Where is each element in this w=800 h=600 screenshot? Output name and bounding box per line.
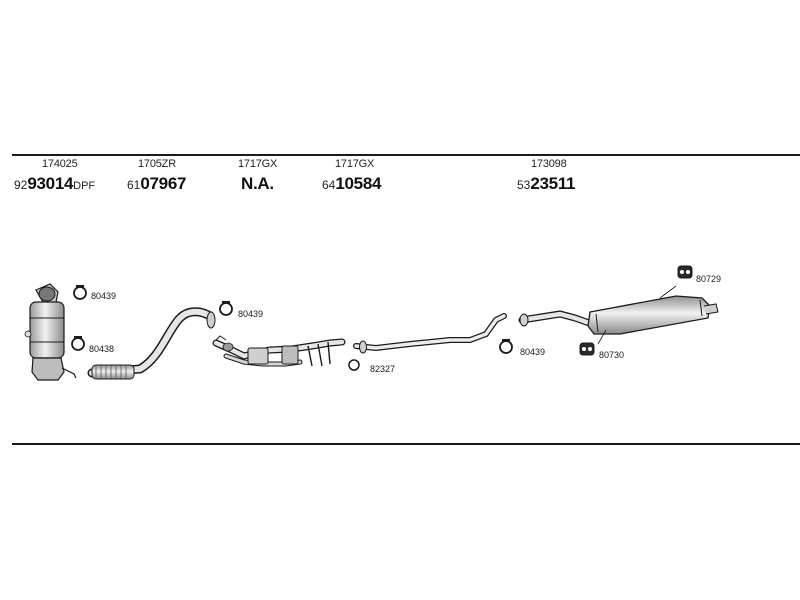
- rubber-hanger-icon[interactable]: 80729: [677, 265, 721, 284]
- front-pipe[interactable]: [87, 307, 216, 380]
- clamp-icon[interactable]: 80439: [499, 339, 545, 357]
- part-number-suffix: DPF: [73, 180, 96, 192]
- part-number-prefix: 92: [14, 178, 28, 192]
- part-number-main: 23511: [530, 174, 576, 193]
- part-header-center-pipe[interactable]: 1717GX 6410584: [322, 158, 381, 195]
- gasket-icon[interactable]: 82327: [348, 359, 395, 374]
- part-header-front-pipe[interactable]: 1705ZR 6107967: [127, 158, 186, 195]
- intermediate-assembly[interactable]: [212, 335, 346, 367]
- part-code: 1717GX: [335, 158, 375, 170]
- part-number: 6107967: [127, 174, 186, 195]
- callout-label: 80439: [520, 347, 545, 357]
- callout-label: 80438: [89, 344, 114, 354]
- part-number-prefix: 61: [127, 178, 141, 192]
- callout-label: 80730: [599, 350, 624, 360]
- part-number-prefix: 53: [517, 178, 531, 192]
- part-number-main: 10584: [335, 174, 382, 193]
- part-code: 1705ZR: [138, 158, 176, 170]
- clamp-icon[interactable]: 80438: [71, 336, 114, 354]
- clamp-icon[interactable]: 80439: [219, 301, 263, 319]
- part-header-egr[interactable]: 1717GX N.A.: [238, 158, 277, 195]
- callout-label: 82327: [370, 364, 395, 374]
- bottom-divider: [12, 443, 800, 445]
- part-code: 173098: [531, 158, 567, 170]
- dpf-filter[interactable]: [24, 283, 77, 381]
- part-code: 174025: [42, 158, 78, 170]
- part-number-main: 07967: [140, 174, 187, 193]
- clamp-icon[interactable]: 80439: [73, 285, 116, 301]
- part-number-main: N.A.: [241, 174, 274, 193]
- rear-silencer[interactable]: [518, 285, 719, 345]
- callout-label: 80439: [238, 309, 263, 319]
- top-divider: [12, 154, 800, 156]
- part-number: N.A.: [238, 174, 277, 195]
- center-pipe[interactable]: [353, 313, 507, 354]
- part-number: 9293014DPF: [14, 174, 95, 196]
- part-number-prefix: 64: [322, 178, 336, 192]
- callout-label: 80439: [91, 291, 116, 301]
- part-number: 5323511: [517, 174, 576, 195]
- part-number: 6410584: [322, 174, 381, 195]
- rubber-hanger-icon[interactable]: 80730: [579, 342, 624, 360]
- part-number-main: 93014: [27, 174, 74, 193]
- callout-label: 80729: [696, 274, 721, 284]
- part-header-dpf[interactable]: 174025 9293014DPF: [14, 158, 95, 196]
- part-header-rear-silencer[interactable]: 173098 5323511: [517, 158, 576, 195]
- part-code: 1717GX: [238, 158, 278, 170]
